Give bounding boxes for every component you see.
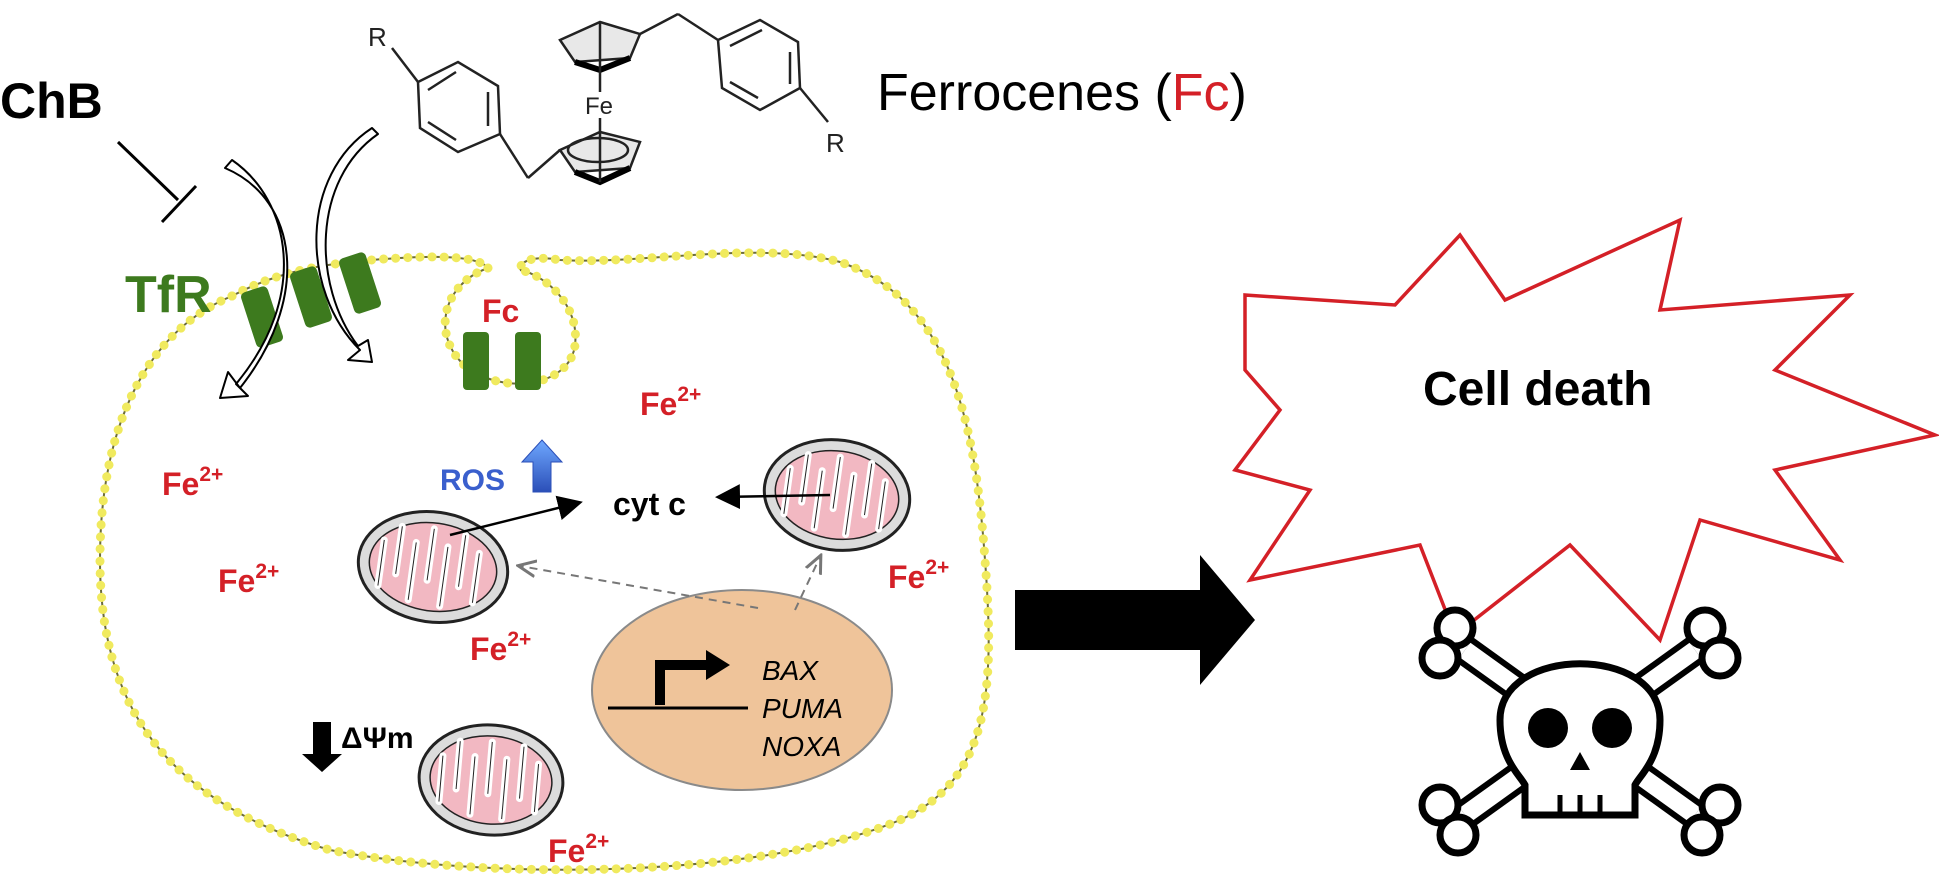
transcription-start-icon [655,660,712,705]
inhibition-symbol [116,140,198,224]
cytochrome-label: cyt c [613,486,686,522]
iron-ion-6: Fe2+ [548,830,609,869]
cytochrome-release-arrow-right [715,484,831,510]
iron-ion-1: Fe2+ [640,383,701,422]
endosome-cargo-label: Fc [482,293,519,329]
mitochondrion-bottom [417,723,565,837]
ferrocene-structure [391,12,829,186]
receptor-label: TfR [125,266,212,324]
mitochondrion-left [356,510,510,624]
outcome-label: Cell death [1423,363,1652,416]
gene-label-2: PUMA [762,693,843,724]
mitochondrion-right [762,438,912,552]
cell-membrane [95,248,994,875]
nucleus-signal-arrow-left [520,566,759,609]
transferrin-receptor-endosome-1 [463,332,489,390]
skull-crossbones-icon [1418,606,1742,857]
iron-ion-3: Fe2+ [218,560,279,599]
gene-label-3: NOXA [762,731,841,762]
cell-death-starburst [1232,216,1939,644]
transferrin-receptor-endosome-2 [515,332,541,390]
gene-label-1: BAX [762,655,819,686]
compound-title: Ferrocenes (Fc) [877,64,1247,122]
nucleus-signal-arrow-right [794,557,820,611]
iron-ion-2: Fe2+ [162,463,223,502]
membrane-potential-label: ΔΨm [341,722,414,755]
ros-up-arrow-icon [520,439,564,493]
nucleus: BAX PUMA NOXA [591,589,893,791]
membrane-potential-down-arrow-icon [302,722,342,772]
iron-ion-5: Fe2+ [470,628,531,667]
iron-labels: Fe2+ Fe2+ Fe2+ Fe2+ Fe2+ Fe2+ [162,383,949,869]
endosome: Fc [440,263,580,390]
structure-metal-label: Fe [585,93,613,120]
inhibitor-label: ChB [0,73,103,129]
ros-label: ROS [440,464,505,497]
uptake-arrows [219,127,379,399]
iron-ion-4: Fe2+ [888,556,949,595]
cytochrome-release-arrow-left [449,495,583,537]
progression-arrow-icon [1015,555,1255,685]
substituent-label-right: R [826,128,845,158]
substituent-label-left: R [368,22,387,52]
